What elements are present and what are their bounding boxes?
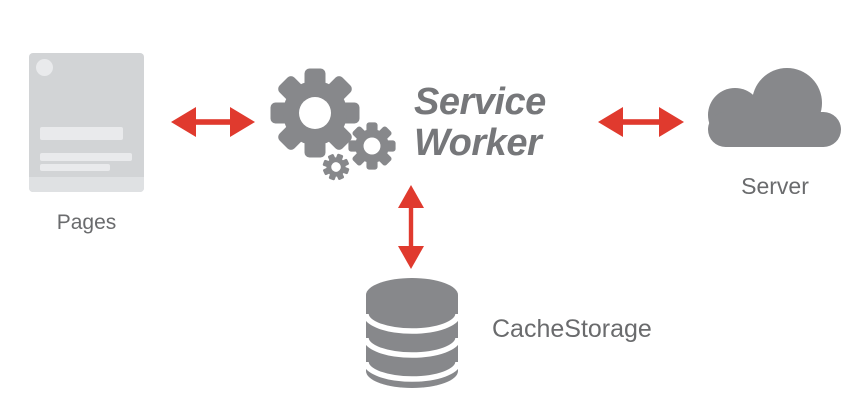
page-icon-text-bar [40,153,132,161]
page-icon-text-bar [40,164,110,171]
arrowhead-right-icon [659,107,684,137]
arrowhead-right-icon [230,107,255,137]
arrow-shaft [619,119,663,125]
arrowhead-up-icon [398,185,424,208]
page-icon [29,53,144,192]
cloud-icon [708,68,841,147]
page-icon-footer [29,177,144,192]
arrowhead-left-icon [171,107,196,137]
arrow-shaft [192,119,234,125]
gears-icon [270,68,396,184]
page-icon-text-bar [40,127,123,140]
arrow-serviceworker-cachestorage [398,185,424,269]
database-icon [364,278,460,388]
database-gap [364,361,460,382]
service-worker-title: Service Worker [414,82,624,164]
gear-medium [348,122,396,170]
cloud-base [708,112,841,147]
arrow-pages-serviceworker [171,107,255,137]
arrowhead-left-icon [598,107,623,137]
gear-large [270,68,360,158]
database-gap [364,337,460,358]
pages-label: Pages [56,211,117,234]
cachestorage-label: CacheStorage [492,315,652,343]
arrow-shaft [408,204,414,250]
server-label: Server [741,173,809,199]
arrowhead-down-icon [398,246,424,269]
service-worker-title-line1: Service [414,81,546,123]
arrow-serviceworker-server [598,107,684,137]
service-worker-title-line2: Worker [414,122,542,164]
database-gap [364,313,460,334]
page-icon-dot [36,59,53,76]
